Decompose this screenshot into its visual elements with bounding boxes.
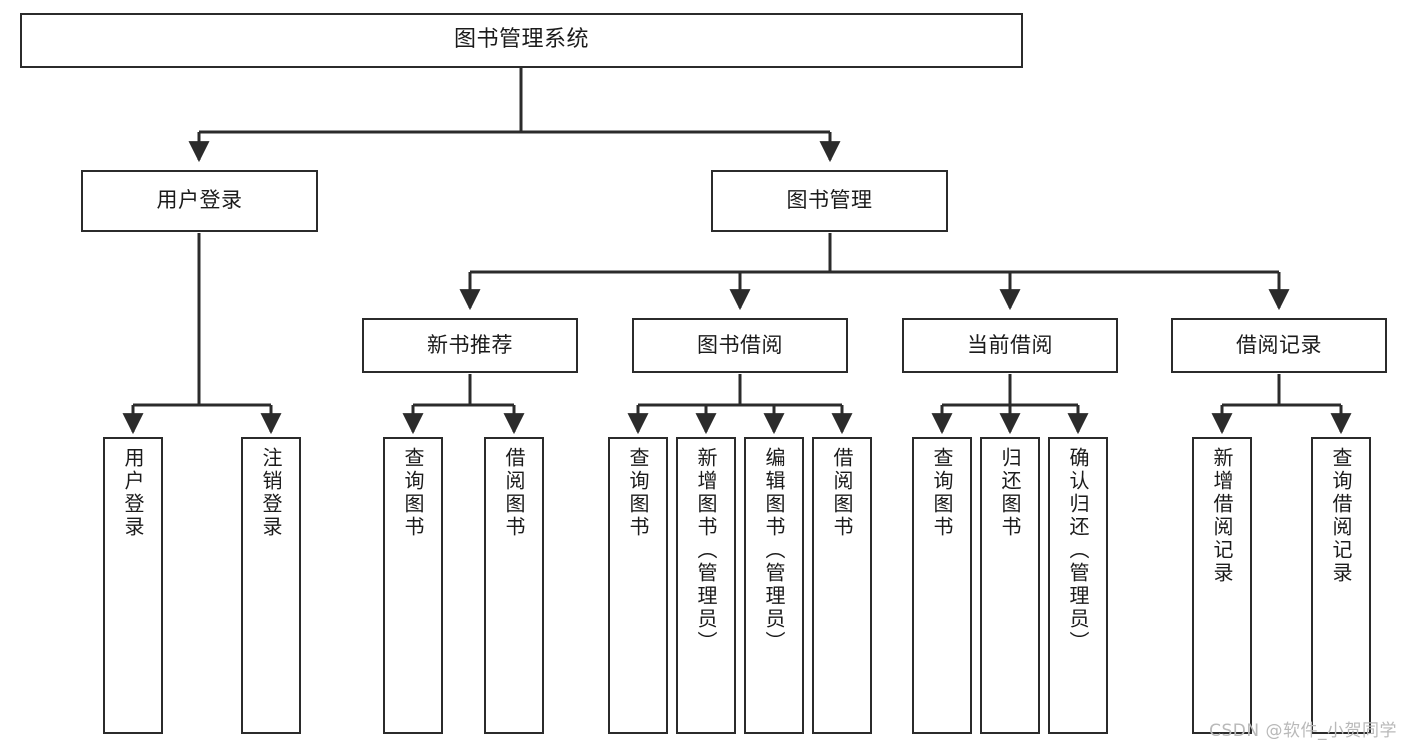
node-current-borrow[interactable]: 当前借阅 <box>902 318 1118 373</box>
node-label: 用户登录 <box>156 188 243 213</box>
node-label: 新增图书（管理员） <box>694 447 718 654</box>
node-leaf-query-book-1[interactable]: 查询图书 <box>383 437 443 734</box>
node-root-system[interactable]: 图书管理系统 <box>20 13 1023 68</box>
node-label: 当前借阅 <box>967 332 1053 357</box>
node-leaf-add-book[interactable]: 新增图书（管理员） <box>676 437 736 734</box>
node-label: 注销登录 <box>259 447 283 539</box>
node-leaf-return-book[interactable]: 归还图书 <box>980 437 1040 734</box>
node-book-manage[interactable]: 图书管理 <box>711 170 948 232</box>
node-label: 图书借阅 <box>697 332 783 357</box>
node-label: 借阅记录 <box>1236 332 1322 357</box>
node-book-borrow[interactable]: 图书借阅 <box>632 318 848 373</box>
node-leaf-query-book-2[interactable]: 查询图书 <box>608 437 668 734</box>
node-label: 借阅图书 <box>502 447 526 539</box>
node-label: 图书管理系统 <box>453 27 589 53</box>
node-leaf-confirm-return[interactable]: 确认归还（管理员） <box>1048 437 1108 734</box>
node-leaf-logout[interactable]: 注销登录 <box>241 437 301 734</box>
node-label: 查询借阅记录 <box>1329 447 1353 585</box>
node-leaf-query-book-3[interactable]: 查询图书 <box>912 437 972 734</box>
node-leaf-user-login[interactable]: 用户登录 <box>103 437 163 734</box>
node-leaf-borrow-book-1[interactable]: 借阅图书 <box>484 437 544 734</box>
node-leaf-edit-book[interactable]: 编辑图书（管理员） <box>744 437 804 734</box>
node-leaf-add-record[interactable]: 新增借阅记录 <box>1192 437 1252 734</box>
node-label: 借阅图书 <box>830 447 854 539</box>
node-leaf-borrow-book-2[interactable]: 借阅图书 <box>812 437 872 734</box>
node-label: 查询图书 <box>930 447 954 539</box>
node-borrow-record[interactable]: 借阅记录 <box>1171 318 1387 373</box>
node-new-book-rec[interactable]: 新书推荐 <box>362 318 578 373</box>
node-label: 归还图书 <box>998 447 1022 539</box>
node-leaf-query-record[interactable]: 查询借阅记录 <box>1311 437 1371 734</box>
node-label: 编辑图书（管理员） <box>762 447 786 654</box>
node-label: 图书管理 <box>786 188 873 213</box>
node-label: 查询图书 <box>401 447 425 539</box>
node-label: 查询图书 <box>626 447 650 539</box>
node-label: 新增借阅记录 <box>1210 447 1234 585</box>
node-label: 确认归还（管理员） <box>1066 447 1090 654</box>
node-label: 新书推荐 <box>427 332 513 357</box>
node-user-login[interactable]: 用户登录 <box>81 170 318 232</box>
node-label: 用户登录 <box>121 447 145 539</box>
